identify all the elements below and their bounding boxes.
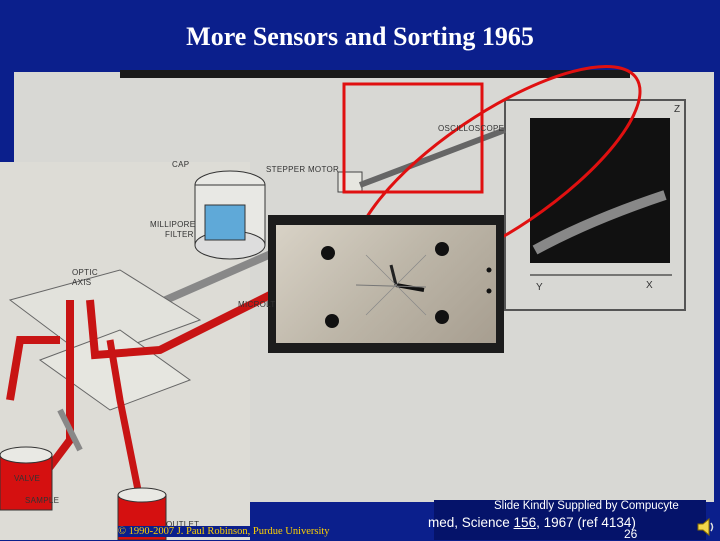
label-outlet: OUTLET xyxy=(166,520,200,529)
millipore-filter xyxy=(204,204,246,241)
label-optic: OPTIC xyxy=(72,268,98,277)
label-sample: SAMPLE xyxy=(25,496,60,505)
label-oscilloscope: OSCILLOSCOPE xyxy=(438,124,505,133)
photo-top-edge xyxy=(120,70,630,78)
slide-number: 26 xyxy=(624,527,638,541)
flow-cell xyxy=(8,269,202,361)
label-z-axis: Z xyxy=(674,104,681,115)
label-y-axis: Y xyxy=(536,282,543,293)
label-x-axis: X xyxy=(646,280,653,291)
sorter-photo-inset xyxy=(268,215,504,353)
stepper-motor xyxy=(337,171,363,193)
sorter-plate xyxy=(276,225,496,343)
citation-prefix: med, Science xyxy=(428,515,514,530)
sample-line xyxy=(36,300,74,483)
valve xyxy=(57,408,83,452)
label-cap: CAP xyxy=(172,160,190,169)
copyright-notice: © 1990-2007 J. Paul Robinson, Purdue Uni… xyxy=(118,526,330,537)
slide-title: More Sensors and Sorting 1965 xyxy=(186,22,534,51)
sorter-plate-drawing xyxy=(321,242,492,328)
highlight-box-oscilloscope xyxy=(342,82,484,194)
citation-suffix: , 1967 (ref 4134) xyxy=(536,515,636,530)
label-axis: AXIS xyxy=(72,278,92,287)
label-millipore: MILLIPORE xyxy=(150,220,196,229)
citation-volume: 156 xyxy=(513,515,537,530)
label-valve: VALVE xyxy=(14,474,41,483)
label-stepper-motor: STEPPER MOTOR xyxy=(266,165,340,174)
credit-supplied-by: Slide Kindly Supplied by Compucyte xyxy=(494,500,679,512)
oscilloscope-trace xyxy=(532,190,667,255)
credit-citation: med, Science 156, 1967 (ref 4134) xyxy=(428,515,636,530)
label-microlt: MICROLT xyxy=(238,300,276,309)
oscilloscope-frame xyxy=(504,99,686,311)
label-filter: FILTER xyxy=(165,230,194,239)
credit-box xyxy=(434,500,706,540)
speaker-icon[interactable] xyxy=(696,516,716,538)
